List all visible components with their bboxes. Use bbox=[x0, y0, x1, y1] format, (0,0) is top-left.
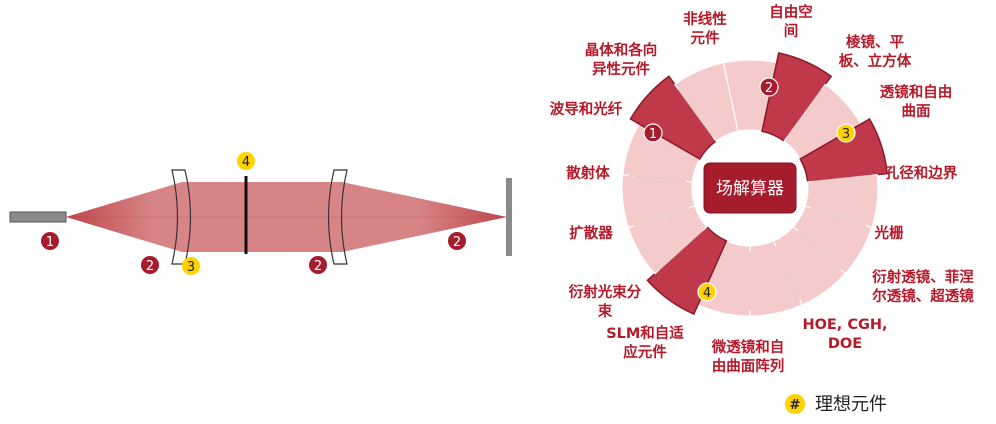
wheel-divider-3 bbox=[805, 121, 865, 157]
wheel-divider-12 bbox=[628, 174, 687, 182]
wheel-segment-14 bbox=[673, 62, 739, 142]
wheel-badge-3: 3 bbox=[836, 123, 856, 143]
wheel-segment-9 bbox=[646, 225, 728, 316]
fiber-input bbox=[9, 211, 67, 223]
badge-slm-ideal: 4 bbox=[237, 152, 255, 170]
wheel-divider-6 bbox=[797, 230, 841, 270]
svg-text:1: 1 bbox=[649, 127, 657, 142]
svg-text:3: 3 bbox=[842, 127, 850, 142]
wheel-label-2: 棱镜、平板、立方体 bbox=[839, 33, 912, 70]
wheel-label-line: 非线性 bbox=[683, 10, 727, 28]
wheel-badge-4: 4 bbox=[697, 282, 717, 302]
wheel-label-line: 扩散器 bbox=[569, 224, 613, 242]
svg-text:4: 4 bbox=[703, 286, 711, 301]
wheel-divider-5 bbox=[810, 207, 867, 227]
wheel-divider-2 bbox=[787, 89, 823, 137]
lens-right bbox=[327, 169, 348, 265]
wheel-segment-13 bbox=[629, 75, 717, 161]
wheel-label-7: HOE, CGH, DOE bbox=[802, 317, 887, 352]
wheel-label-1: 自由空间 bbox=[769, 3, 813, 40]
wheel-label-line: 透镜和自由 bbox=[880, 83, 953, 101]
wheel-label-line: 异性元件 bbox=[592, 60, 650, 78]
wheel-label-9: SLM和自适应元件 bbox=[606, 324, 684, 361]
svg-text:2: 2 bbox=[314, 259, 322, 274]
wheel-divider-4 bbox=[813, 174, 872, 182]
wheel-label-line: HOE, CGH, bbox=[802, 317, 887, 333]
wheel-label-14: 晶体和各向异性元件 bbox=[585, 41, 658, 78]
wheel-label-12: 散射体 bbox=[566, 164, 610, 182]
wheel-label-6: 衍射透镜、菲涅尔透镜、超透镜 bbox=[871, 268, 974, 305]
legend-symbol: # bbox=[790, 398, 801, 413]
wheel-label-line: 衍射光束分 bbox=[568, 283, 642, 301]
wheel-label-0: 非线性元件 bbox=[683, 10, 727, 47]
wheel-label-8: 微透镜和自由曲面阵列 bbox=[711, 338, 785, 375]
badge-lens-ideal: 3 bbox=[182, 257, 200, 275]
svg-text:4: 4 bbox=[242, 155, 250, 170]
wheel-label-11: 扩散器 bbox=[569, 224, 613, 242]
wheel-labels: 非线性元件自由空间棱镜、平板、立方体透镜和自由曲面孔径和边界光栅衍射透镜、菲涅尔… bbox=[550, 3, 974, 375]
wheel-label-line: 微透镜和自 bbox=[711, 338, 785, 356]
wheel-label-line: 由曲面阵列 bbox=[712, 357, 785, 375]
beam-path bbox=[9, 169, 512, 265]
legend-label: 理想元件 bbox=[815, 394, 887, 415]
wheel-divider-7 bbox=[775, 246, 800, 300]
optical-badges: 1 2 2 2 3 4 bbox=[41, 152, 466, 275]
wheel-badge-1: 1 bbox=[643, 123, 663, 143]
wheel-label-line: 应元件 bbox=[623, 343, 667, 361]
wheel-label-line: 板、立方体 bbox=[839, 52, 912, 70]
solver-wheel: 2 3 4 1 bbox=[621, 52, 889, 317]
wheel-label-line: 元件 bbox=[691, 29, 720, 47]
wheel-label-4: 孔径和边界 bbox=[885, 164, 958, 182]
svg-text:3: 3 bbox=[187, 260, 195, 275]
svg-text:2: 2 bbox=[765, 81, 773, 96]
wheel-label-line: DOE bbox=[828, 336, 862, 352]
badge-free-space-2: 2 bbox=[309, 256, 327, 274]
wheel-label-3: 透镜和自由曲面 bbox=[880, 83, 953, 120]
wheel-label-line: 光栅 bbox=[874, 224, 904, 242]
badge-free-space-3: 2 bbox=[448, 232, 466, 250]
wheel-label-5: 光栅 bbox=[874, 224, 904, 242]
wheel-badge-2: 2 bbox=[759, 77, 779, 97]
wheel-label-line: 尔透镜、超透镜 bbox=[872, 287, 974, 305]
legend-badge bbox=[785, 394, 805, 414]
wheel-label-10: 衍射光束分束 bbox=[568, 283, 642, 320]
wheel-label-line: 衍射透镜、菲涅 bbox=[871, 268, 974, 286]
wheel-label-line: 散射体 bbox=[566, 164, 610, 182]
wheel-label-line: 波导和光纤 bbox=[550, 100, 623, 118]
detector-screen bbox=[506, 178, 512, 256]
wheel-label-line: 自由空 bbox=[769, 3, 813, 21]
field-solver-center: 场解算器 bbox=[703, 162, 797, 214]
wheel-segment-1 bbox=[761, 52, 833, 143]
wheel-label-line: 晶体和各向 bbox=[585, 41, 658, 59]
wheel-label-13: 波导和光纤 bbox=[550, 100, 623, 118]
wheel-segment-3 bbox=[799, 117, 889, 183]
badge-fiber: 1 bbox=[41, 232, 59, 250]
center-label: 场解算器 bbox=[716, 179, 784, 199]
wheel-label-line: 棱镜、平 bbox=[846, 33, 904, 51]
svg-text:2: 2 bbox=[146, 259, 154, 274]
wheel-label-line: 孔径和边界 bbox=[885, 164, 958, 182]
wheel-divider-14 bbox=[677, 89, 713, 137]
wheel-label-line: 间 bbox=[784, 22, 799, 40]
wheel-divider-10 bbox=[659, 230, 703, 270]
svg-text:1: 1 bbox=[46, 235, 54, 250]
svg-text:2: 2 bbox=[453, 235, 461, 250]
wheel-label-line: 曲面 bbox=[902, 102, 931, 120]
badge-free-space-1: 2 bbox=[141, 256, 159, 274]
legend: # 理想元件 bbox=[785, 394, 887, 415]
wheel-label-line: SLM和自适 bbox=[606, 324, 684, 342]
wheel-divider-11 bbox=[633, 207, 690, 227]
wheel-label-line: 束 bbox=[598, 303, 613, 320]
